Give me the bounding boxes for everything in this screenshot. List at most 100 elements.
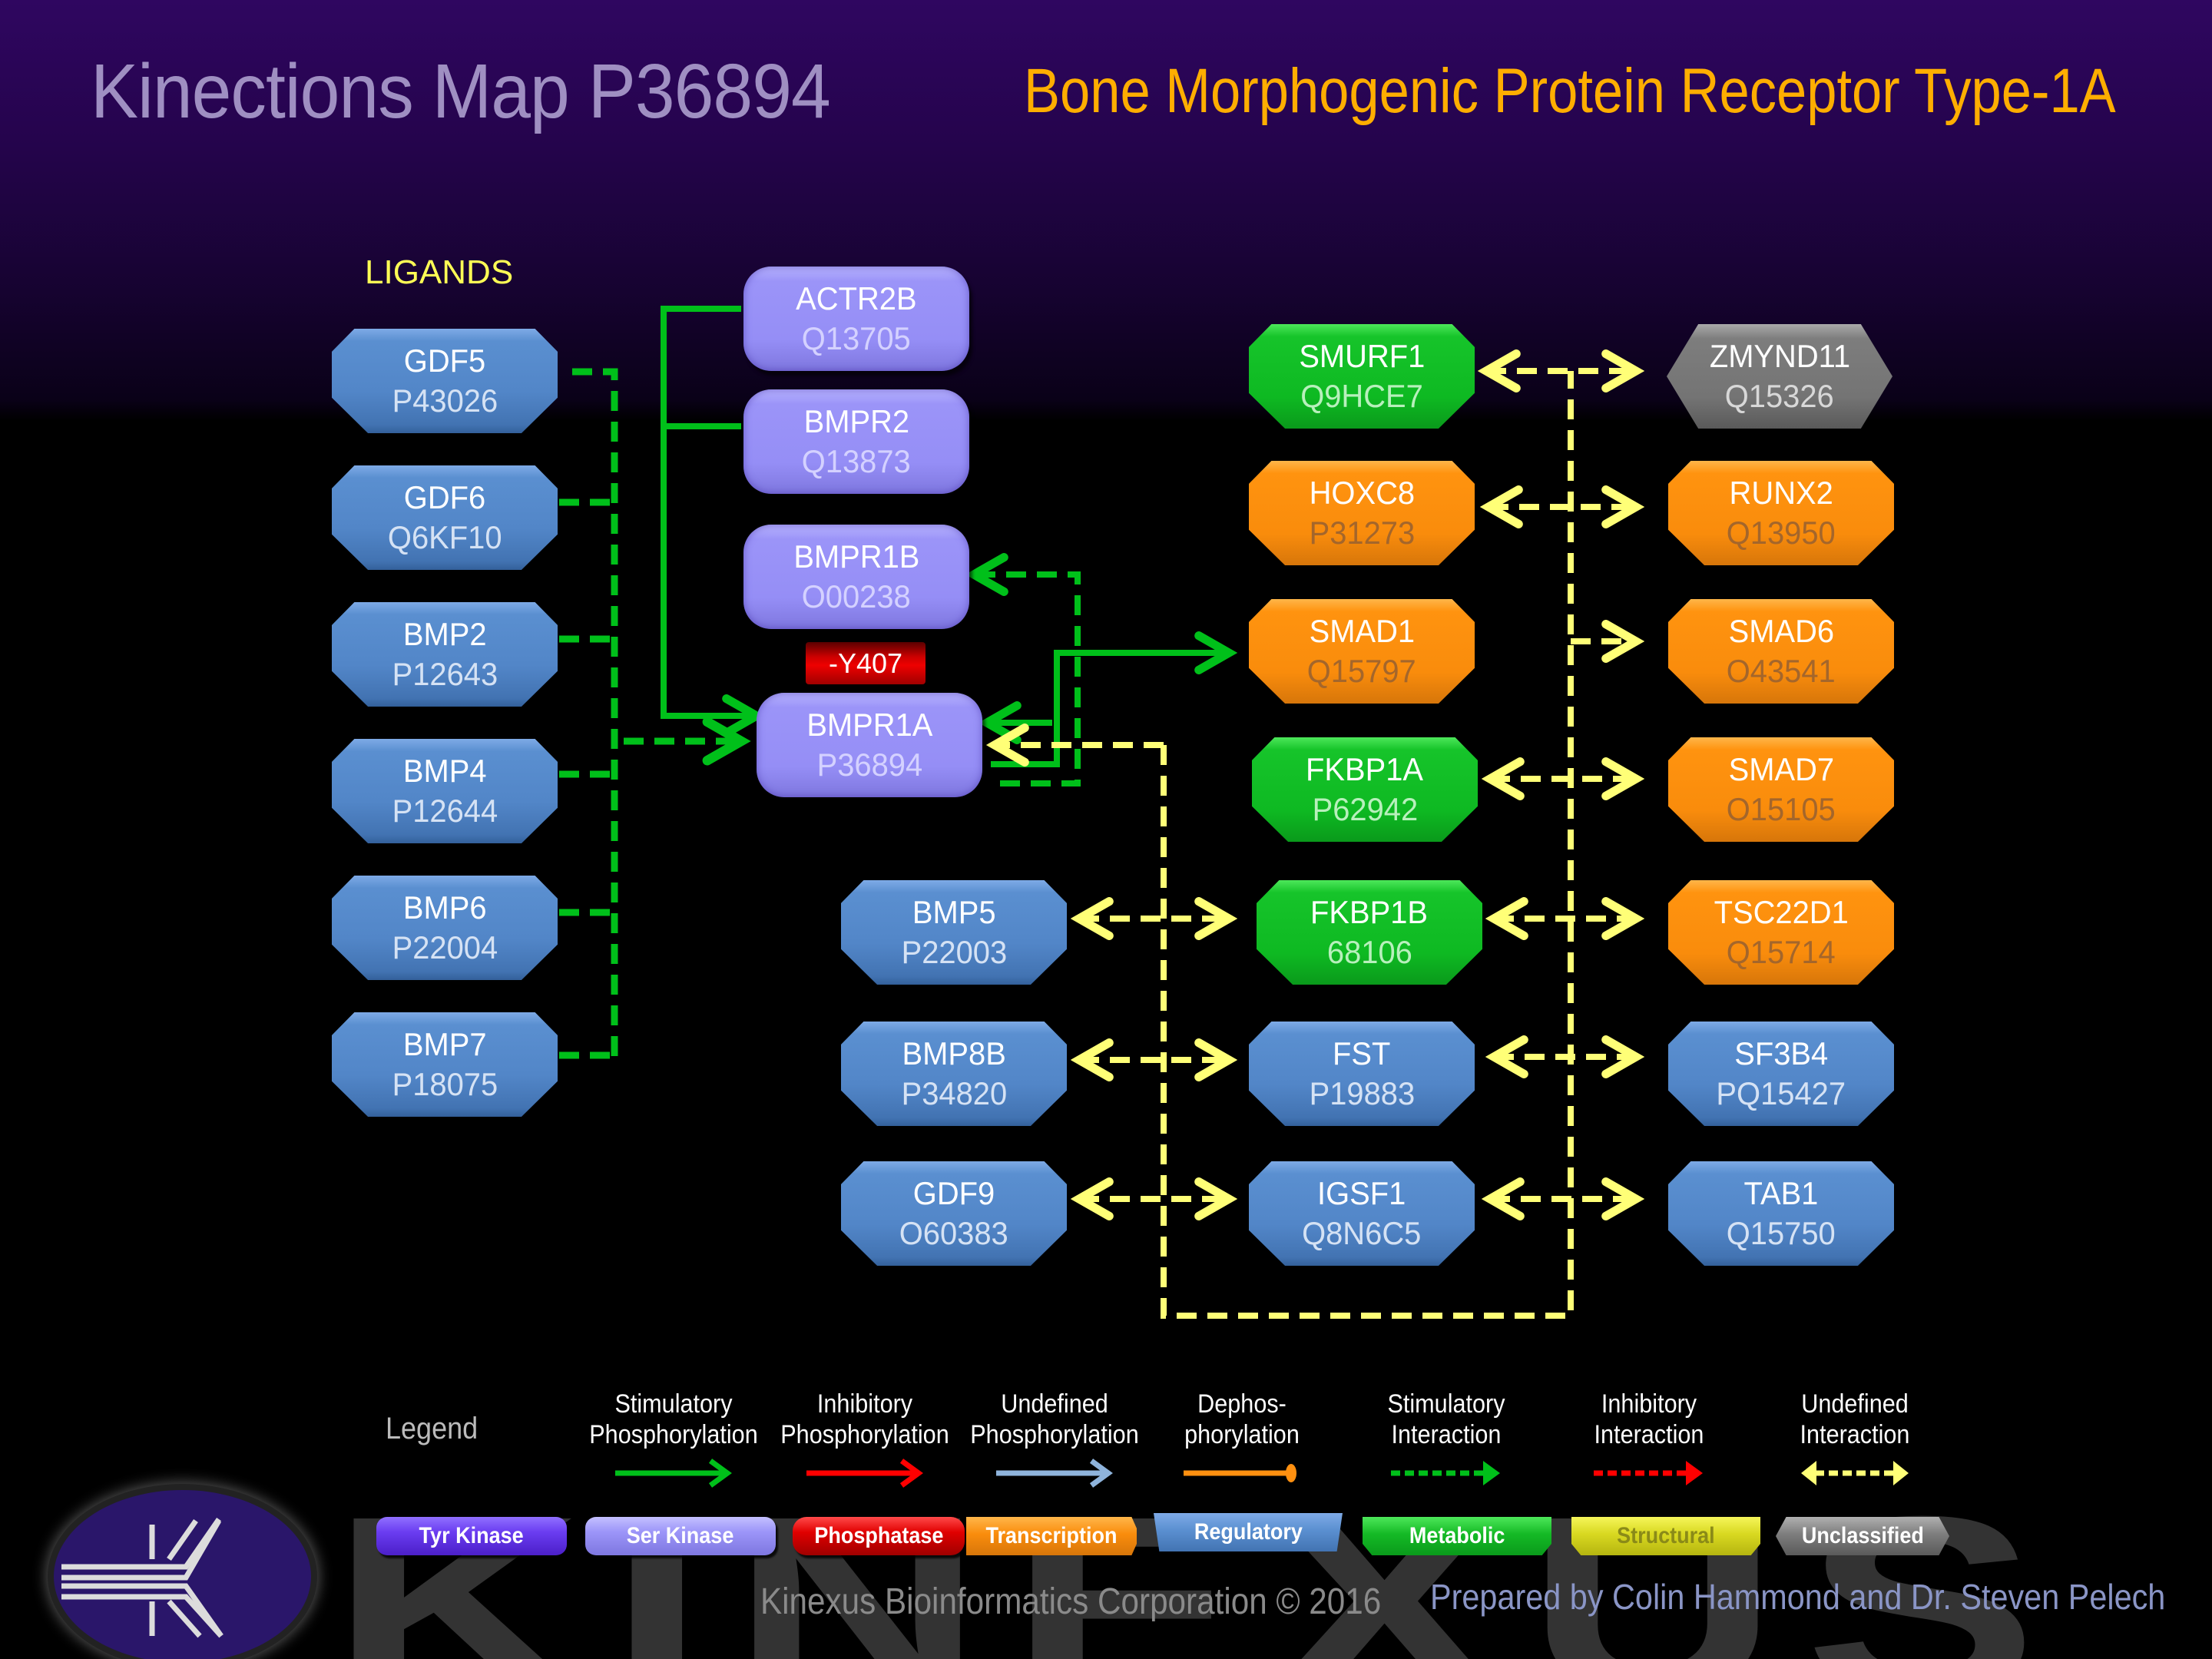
node-accession: P18075 — [392, 1066, 498, 1102]
node-accession: Q15797 — [1307, 653, 1416, 689]
node-accession: P19883 — [1309, 1075, 1415, 1111]
double-arrow-icon — [1801, 1461, 1909, 1485]
node-accession: PQ15427 — [1716, 1075, 1846, 1111]
node-name: BMP2 — [402, 616, 487, 652]
legend-undefined-interaction: Undefined Interaction — [1755, 1389, 1955, 1488]
node-name: SMURF1 — [1298, 338, 1426, 374]
legend-label-line1: Inhibitory — [816, 1389, 913, 1419]
node-bmp7[interactable]: BMP7 P18075 — [332, 1012, 558, 1117]
node-accession: Q8N6C5 — [1302, 1215, 1422, 1251]
node-accession: Q13950 — [1727, 515, 1836, 551]
node-bmp2[interactable]: BMP2 P12643 — [332, 602, 558, 707]
legend-inhibitory-phosphorylation: Inhibitory Phosphorylation — [765, 1389, 965, 1488]
node-accession: P62942 — [1312, 791, 1418, 827]
node-fkbp1b[interactable]: FKBP1B 68106 — [1257, 880, 1482, 985]
legend-inhibitory-interaction: Inhibitory Interaction — [1549, 1389, 1749, 1488]
node-bmpr1b[interactable]: BMPR1B O00238 — [743, 525, 969, 629]
node-name: TAB1 — [1743, 1175, 1819, 1211]
legend-label-line2: Interaction — [1800, 1420, 1910, 1449]
solid-arrow-icon — [996, 1459, 1113, 1488]
node-bmpr2[interactable]: BMPR2 Q13873 — [743, 389, 969, 494]
node-accession: O60383 — [899, 1215, 1008, 1251]
node-bmpr1a[interactable]: BMPR1A P36894 — [757, 693, 982, 797]
legend-label-line2: phorylation — [1184, 1420, 1300, 1449]
node-fkbp1a[interactable]: FKBP1A P62942 — [1252, 737, 1478, 842]
node-smad6[interactable]: SMAD6 O43541 — [1668, 599, 1894, 704]
node-name: BMP5 — [912, 894, 996, 930]
phosphosite-badge[interactable]: -Y407 — [806, 642, 926, 684]
node-name: GDF5 — [403, 343, 486, 379]
legend-label-line1: Stimulatory — [614, 1389, 733, 1419]
node-actr2b[interactable]: ACTR2B Q13705 — [743, 267, 969, 371]
dashed-arrow-icon — [1594, 1461, 1703, 1485]
node-smurf1[interactable]: SMURF1 Q9HCE7 — [1249, 324, 1475, 429]
node-gdf6[interactable]: GDF6 Q6KF10 — [332, 465, 558, 570]
node-name: BMP8B — [902, 1035, 1006, 1071]
node-accession: 68106 — [1326, 934, 1412, 970]
ligands-section-label: LIGANDS — [365, 253, 514, 291]
node-igsf1[interactable]: IGSF1 Q8N6C5 — [1249, 1161, 1475, 1266]
node-accession: Q6KF10 — [387, 519, 502, 555]
node-runx2[interactable]: RUNX2 Q13950 — [1668, 461, 1894, 565]
node-name: SMAD1 — [1309, 613, 1415, 649]
node-name: BMPR1A — [806, 707, 933, 743]
node-zmynd11[interactable]: ZMYND11 Q15326 — [1667, 324, 1892, 429]
category-phosphatase: Phosphatase — [793, 1517, 965, 1555]
node-gdf5[interactable]: GDF5 P43026 — [332, 329, 558, 433]
protein-full-name: Bone Morphogenic Protein Receptor Type-1… — [1024, 56, 2116, 126]
node-name: FKBP1A — [1306, 751, 1424, 787]
node-bmp5[interactable]: BMP5 P22003 — [841, 880, 1067, 985]
node-name: BMP4 — [402, 753, 487, 789]
node-bmp6[interactable]: BMP6 P22004 — [332, 876, 558, 980]
node-sf3b4[interactable]: SF3B4 PQ15427 — [1668, 1022, 1894, 1126]
node-accession: P43026 — [392, 382, 498, 419]
copyright-text: Kinexus Bioinformatics Corporation © 201… — [760, 1581, 1382, 1622]
node-fst[interactable]: FST P19883 — [1249, 1022, 1475, 1126]
node-bmp8b[interactable]: BMP8B P34820 — [841, 1022, 1067, 1126]
node-accession: Q15714 — [1727, 934, 1836, 970]
node-smad7[interactable]: SMAD7 O15105 — [1668, 737, 1894, 842]
node-accession: P12643 — [392, 656, 498, 692]
node-accession: P12644 — [392, 793, 498, 829]
node-smad1[interactable]: SMAD1 Q15797 — [1249, 599, 1475, 704]
dashed-arrow-icon — [1391, 1461, 1500, 1485]
node-name: BMPR2 — [803, 403, 909, 439]
node-gdf9[interactable]: GDF9 O60383 — [841, 1161, 1067, 1266]
page-title: Kinections Map P36894 — [91, 48, 831, 134]
kinexus-logo — [54, 1490, 311, 1659]
legend-label-line2: Interaction — [1391, 1420, 1502, 1449]
credit-text: Prepared by Colin Hammond and Dr. Steven… — [1430, 1577, 2166, 1617]
legend-label-line1: Undefined — [1801, 1389, 1909, 1419]
node-bmp4[interactable]: BMP4 P12644 — [332, 739, 558, 843]
ligand-edges — [559, 368, 741, 1059]
node-name: SMAD6 — [1728, 613, 1834, 649]
node-accession: O43541 — [1727, 653, 1836, 689]
node-name: GDF9 — [912, 1175, 995, 1211]
legend-stimulatory-phosphorylation: Stimulatory Phosphorylation — [574, 1389, 773, 1488]
node-hoxc8[interactable]: HOXC8 P31273 — [1249, 461, 1475, 565]
node-accession: Q13705 — [802, 320, 911, 356]
node-name: HOXC8 — [1309, 475, 1415, 511]
node-accession: Q15326 — [1725, 378, 1834, 414]
node-tab1[interactable]: TAB1 Q15750 — [1668, 1161, 1894, 1266]
legend-stimulatory-interaction: Stimulatory Interaction — [1346, 1389, 1546, 1488]
legend-undefined-phosphorylation: Undefined Phosphorylation — [955, 1389, 1154, 1488]
node-accession: P34820 — [901, 1075, 1007, 1111]
node-name: FST — [1333, 1035, 1391, 1071]
node-name: GDF6 — [403, 479, 486, 515]
node-accession: P22004 — [392, 929, 498, 965]
node-accession: Q15750 — [1727, 1215, 1836, 1251]
node-accession: P22003 — [901, 934, 1007, 970]
legend-label-line2: Phosphorylation — [780, 1420, 949, 1449]
node-accession: P31273 — [1309, 515, 1415, 551]
node-name: BMPR1B — [793, 538, 920, 575]
category-transcription: Transcription — [966, 1517, 1137, 1555]
edge-bmpr1b — [974, 575, 1081, 786]
solid-arrow-icon — [806, 1459, 923, 1488]
node-accession: O00238 — [802, 578, 911, 614]
node-name: BMP7 — [402, 1026, 487, 1062]
node-name: FKBP1B — [1310, 894, 1429, 930]
node-tsc22d1[interactable]: TSC22D1 Q15714 — [1668, 880, 1894, 985]
kinexus-watermark: KINEXUS — [330, 1463, 2064, 1659]
